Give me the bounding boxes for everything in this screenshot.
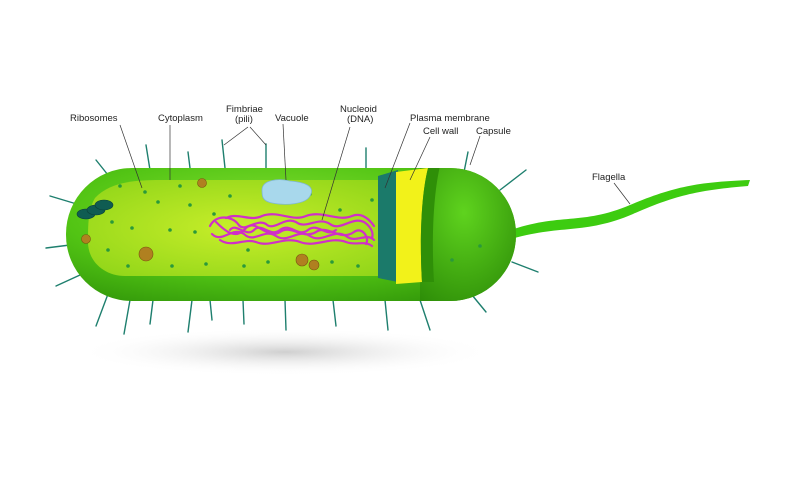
ribosome bbox=[478, 244, 482, 248]
nucleoid-dna bbox=[208, 213, 376, 248]
label-fimbriae-pili: (pili) bbox=[235, 114, 253, 125]
ribosome bbox=[143, 190, 147, 194]
ribosome bbox=[356, 264, 360, 268]
leader-lines bbox=[119, 122, 631, 221]
ribosome bbox=[330, 260, 334, 264]
pilus bbox=[384, 299, 389, 331]
ribosome bbox=[106, 248, 110, 252]
pilus bbox=[284, 299, 287, 331]
granule bbox=[308, 259, 320, 271]
ribosome bbox=[188, 203, 192, 207]
ribosome-dots bbox=[106, 184, 482, 268]
ribosome bbox=[338, 208, 342, 212]
label-flagella: Flagella bbox=[592, 172, 626, 183]
ribosome bbox=[193, 230, 197, 234]
pilus bbox=[187, 151, 191, 169]
pilus bbox=[332, 299, 337, 327]
ribosome bbox=[266, 260, 270, 264]
plasma-membrane-leader bbox=[384, 122, 411, 189]
pilus bbox=[187, 299, 193, 333]
ribosome bbox=[228, 194, 232, 198]
pilus bbox=[419, 299, 431, 331]
ribosome bbox=[242, 264, 246, 268]
pilus bbox=[499, 169, 527, 191]
pilus bbox=[511, 261, 539, 273]
label-fimbriae: Fimbriae bbox=[226, 104, 263, 115]
ribosome bbox=[156, 200, 160, 204]
pilus bbox=[55, 274, 81, 287]
label-cell-wall: Cell wall bbox=[423, 126, 458, 137]
cell-wall-layer bbox=[396, 168, 428, 284]
pilus bbox=[209, 299, 213, 321]
ribosome bbox=[168, 228, 172, 232]
pilus bbox=[123, 299, 131, 335]
pilus bbox=[463, 151, 469, 173]
ribosome bbox=[370, 198, 374, 202]
granule bbox=[197, 178, 207, 188]
pilus bbox=[95, 293, 109, 327]
ribosome bbox=[246, 248, 250, 252]
pilus bbox=[242, 299, 245, 325]
ribosome bbox=[170, 264, 174, 268]
flagellum bbox=[505, 180, 750, 240]
pilus bbox=[471, 294, 487, 313]
granule bbox=[138, 246, 154, 262]
granule bbox=[81, 234, 91, 244]
label-plasma-membrane: Plasma membrane bbox=[410, 113, 490, 124]
ribosome bbox=[212, 212, 216, 216]
pilus bbox=[145, 144, 151, 171]
label-nucleoid-dna: (DNA) bbox=[347, 114, 373, 125]
pilus bbox=[45, 244, 71, 249]
ribosome bbox=[118, 184, 122, 188]
label-capsule: Capsule bbox=[476, 126, 511, 137]
fimbriae-leader-right bbox=[249, 126, 267, 146]
ribosome bbox=[204, 262, 208, 266]
label-cytoplasm: Cytoplasm bbox=[158, 113, 203, 124]
ribosome bbox=[130, 226, 134, 230]
ribosome bbox=[178, 184, 182, 188]
capsule-layer-section bbox=[420, 168, 440, 282]
ribosome bbox=[126, 264, 130, 268]
label-vacuole: Vacuole bbox=[275, 113, 309, 124]
cell-shadow bbox=[75, 328, 495, 376]
labels: Ribosomes Cytoplasm Fimbriae (pili) Vacu… bbox=[70, 104, 626, 183]
flagella-leader bbox=[613, 182, 631, 205]
cell-wall-leader bbox=[409, 136, 431, 181]
label-nucleoid: Nucleoid bbox=[340, 104, 377, 115]
pili-group bbox=[45, 139, 539, 335]
pilus bbox=[221, 139, 226, 169]
vacuole-leader bbox=[282, 123, 287, 181]
fimbriae-leader-left bbox=[223, 126, 249, 146]
label-ribosomes: Ribosomes bbox=[70, 113, 118, 124]
vacuole bbox=[261, 179, 312, 205]
capsule-leader bbox=[469, 135, 481, 166]
ribosome bbox=[110, 220, 114, 224]
ribosomes-leader bbox=[119, 124, 143, 189]
ribosome-cluster bbox=[76, 199, 114, 220]
pilus bbox=[149, 299, 154, 325]
ribosome bbox=[450, 258, 454, 262]
granule bbox=[295, 253, 309, 267]
plasma-membrane-layer bbox=[378, 170, 398, 282]
nucleoid-leader bbox=[321, 126, 351, 221]
inclusion-granules bbox=[81, 178, 320, 271]
